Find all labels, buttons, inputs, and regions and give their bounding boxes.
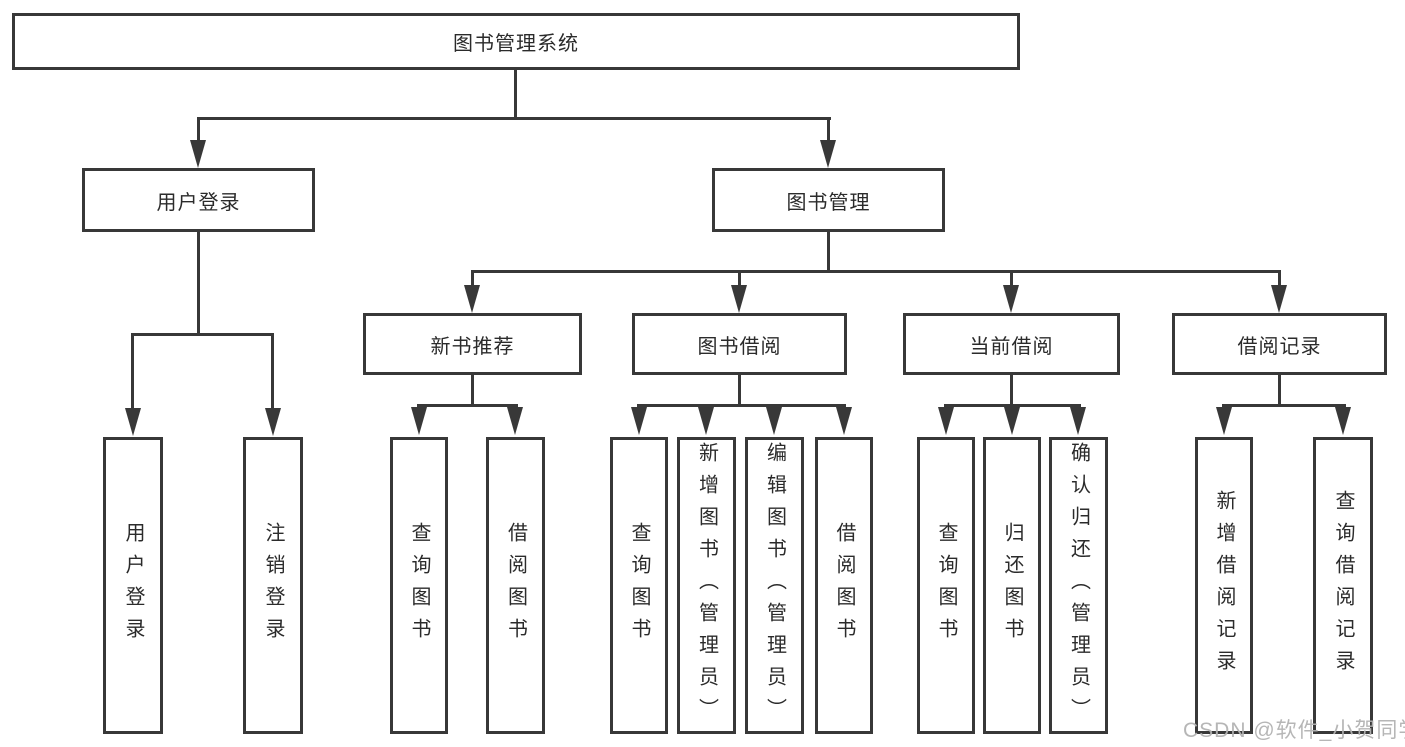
connector-line: [827, 232, 830, 272]
arrow-down-icon: [1335, 407, 1351, 435]
connector-line: [197, 117, 200, 143]
node-new-book-recommend-label: 新书推荐: [430, 335, 515, 358]
connector-line: [131, 333, 274, 336]
connector-line: [471, 375, 474, 407]
node-user-login-label: 用户登录: [156, 191, 241, 214]
connector-line: [738, 375, 741, 407]
arrow-down-icon: [631, 407, 647, 435]
leaf-cb-confirm-return-admin: 确认归还（管理员）: [1049, 437, 1108, 734]
leaf-bb-query-books-label: 查询图书: [628, 521, 650, 650]
leaf-br-query-borrow-record: 查询借阅记录: [1313, 437, 1373, 734]
connector-line: [827, 117, 830, 143]
connector-line: [1010, 270, 1013, 286]
connector-line: [637, 404, 846, 407]
arrow-down-icon: [1004, 407, 1020, 435]
connector-line: [417, 404, 518, 407]
leaf-nb-query-books-label: 查询图书: [408, 521, 430, 650]
node-book-management-label: 图书管理: [786, 191, 871, 214]
node-new-book-recommend: 新书推荐: [363, 313, 582, 375]
node-current-borrowing: 当前借阅: [903, 313, 1120, 375]
leaf-bb-borrow-books-label: 借阅图书: [833, 521, 855, 650]
node-book-borrowing: 图书借阅: [632, 313, 847, 375]
arrow-down-icon: [125, 408, 141, 436]
node-library-system-label: 图书管理系统: [453, 33, 579, 55]
connector-line: [471, 270, 474, 286]
leaf-bb-edit-books-admin: 编辑图书（管理员）: [745, 437, 804, 734]
leaf-cb-query-books-label: 查询图书: [935, 521, 957, 650]
connector-line: [197, 232, 200, 335]
node-borrowing-records-label: 借阅记录: [1237, 335, 1322, 358]
leaf-nb-borrow-books: 借阅图书: [486, 437, 545, 734]
node-library-system: 图书管理系统: [12, 13, 1020, 70]
leaf-nb-query-books: 查询图书: [390, 437, 448, 734]
arrow-down-icon: [698, 407, 714, 435]
leaf-cb-return-books: 归还图书: [983, 437, 1041, 734]
connector-line: [944, 404, 1081, 407]
arrow-down-icon: [411, 407, 427, 435]
connector-line: [1010, 375, 1013, 407]
leaf-nb-borrow-books-label: 借阅图书: [504, 521, 527, 650]
arrow-down-icon: [507, 407, 523, 435]
arrow-down-icon: [1003, 285, 1019, 313]
leaf-logout: 注销登录: [243, 437, 303, 734]
leaf-bb-add-books-admin-label: 新增图书（管理员）: [695, 441, 718, 730]
connector-line: [197, 117, 831, 120]
leaf-cb-query-books: 查询图书: [917, 437, 975, 734]
connector-line: [738, 270, 741, 286]
leaf-bb-borrow-books: 借阅图书: [815, 437, 873, 734]
leaf-bb-query-books: 查询图书: [610, 437, 668, 734]
node-borrowing-records: 借阅记录: [1172, 313, 1387, 375]
leaf-logout-label: 注销登录: [262, 521, 284, 650]
connector-line: [131, 333, 134, 410]
arrow-down-icon: [1070, 407, 1086, 435]
leaf-user-login-label: 用户登录: [122, 521, 144, 650]
arrow-down-icon: [820, 140, 836, 168]
connector-line: [514, 70, 517, 119]
arrow-down-icon: [766, 407, 782, 435]
leaf-br-add-borrow-record: 新增借阅记录: [1195, 437, 1253, 734]
leaf-cb-confirm-return-admin-label: 确认归还（管理员）: [1067, 441, 1090, 730]
arrow-down-icon: [190, 140, 206, 168]
connector-line: [471, 270, 1281, 273]
connector-line: [1278, 375, 1281, 407]
node-book-borrowing-label: 图书借阅: [697, 335, 782, 358]
arrow-down-icon: [1271, 285, 1287, 313]
leaf-bb-edit-books-admin-label: 编辑图书（管理员）: [763, 441, 786, 730]
leaf-cb-return-books-label: 归还图书: [1001, 521, 1023, 650]
arrow-down-icon: [731, 285, 747, 313]
connector-line: [1278, 270, 1281, 286]
connector-line: [271, 333, 274, 410]
node-book-management: 图书管理: [712, 168, 945, 232]
leaf-bb-add-books-admin: 新增图书（管理员）: [677, 437, 736, 734]
leaf-br-query-borrow-record-label: 查询借阅记录: [1332, 489, 1354, 682]
leaf-user-login: 用户登录: [103, 437, 163, 734]
arrow-down-icon: [938, 407, 954, 435]
arrow-down-icon: [464, 285, 480, 313]
leaf-br-add-borrow-record-label: 新增借阅记录: [1213, 489, 1235, 682]
node-current-borrowing-label: 当前借阅: [969, 335, 1054, 358]
arrow-down-icon: [1216, 407, 1232, 435]
arrow-down-icon: [265, 408, 281, 436]
csdn-watermark: CSDN @软件_小贺同学: [1183, 719, 1405, 742]
node-user-login: 用户登录: [82, 168, 315, 232]
connector-line: [1222, 404, 1346, 407]
arrow-down-icon: [836, 407, 852, 435]
